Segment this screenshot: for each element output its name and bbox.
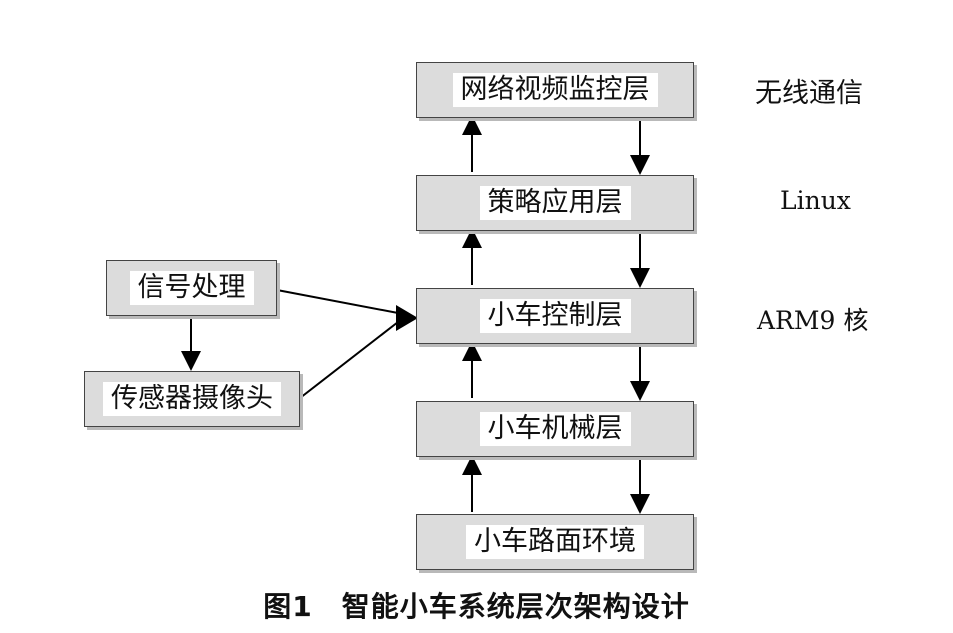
layer-label: 小车路面环境 — [466, 524, 644, 560]
layer-car-control: 小车控制层 — [416, 288, 694, 344]
layer-car-mechanical: 小车机械层 — [416, 401, 694, 457]
module-sensor-camera: 传感器摄像头 — [84, 371, 300, 427]
arrowhead-down — [181, 351, 201, 371]
arrow-signal-to-control — [276, 289, 399, 314]
layer-network-video: 网络视频监控层 — [416, 62, 694, 118]
arrowhead-down — [630, 268, 650, 288]
layer-strategy-app: 策略应用层 — [416, 175, 694, 231]
layer-label: 小车机械层 — [479, 411, 631, 447]
layer-road-environment: 小车路面环境 — [416, 514, 694, 570]
annotation-wireless: 无线通信 — [755, 78, 863, 109]
layer-label: 网络视频监控层 — [452, 72, 658, 108]
layer-label: 策略应用层 — [479, 185, 631, 221]
arrowhead-up — [462, 455, 482, 475]
module-label: 信号处理 — [129, 270, 254, 306]
arrowhead-right — [396, 305, 418, 331]
annotation-linux: Linux — [780, 186, 851, 215]
arrowhead-down — [630, 155, 650, 175]
module-label: 传感器摄像头 — [103, 381, 281, 417]
module-signal-processing: 信号处理 — [106, 260, 277, 316]
annotation-arm9: ARM9 核 — [757, 306, 869, 335]
arrowhead-up — [462, 341, 482, 361]
layer-label: 小车控制层 — [479, 298, 631, 334]
arrowhead-down — [630, 494, 650, 514]
arrowhead-up — [462, 115, 482, 135]
arrow-sensor-to-control — [299, 321, 399, 399]
arrowhead-up — [462, 228, 482, 248]
arrowhead-down — [630, 381, 650, 401]
figure-caption: 图1 智能小车系统层次架构设计 — [263, 590, 690, 623]
